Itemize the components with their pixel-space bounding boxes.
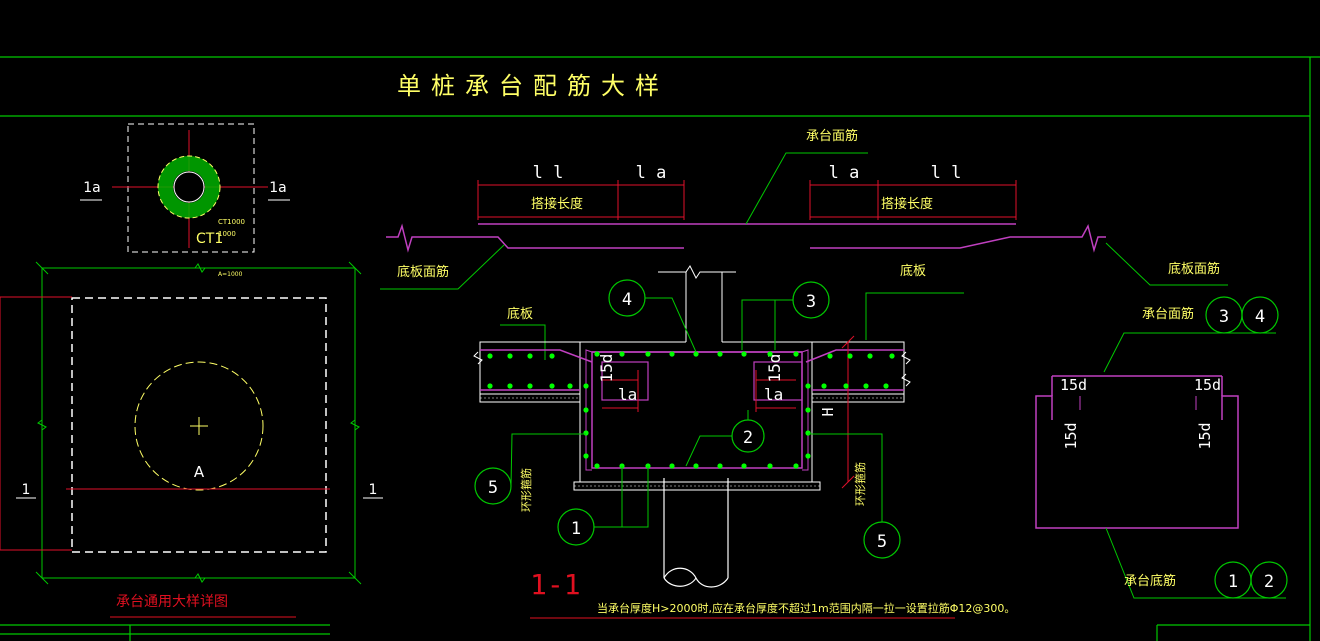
cap-detail-d15-tr: 15d [1194, 376, 1221, 394]
section-note: 当承台厚度H>2000时,应在承台厚度不超过1m范围内隔一拉一设置拉筋Φ12@3… [597, 601, 1015, 615]
dim-ll-left: l l [533, 163, 564, 183]
ring-stirrup-label-left: 环形箍筋 [519, 468, 533, 512]
dim-la-left: l a [636, 163, 667, 183]
top-view-small-label-1: CT1000 [218, 218, 245, 226]
svg-text:5: 5 [488, 478, 498, 498]
svg-text:1: 1 [571, 519, 581, 539]
section-d15-left: 15d [597, 354, 616, 383]
top-view-section-mark-left: 1a [83, 180, 101, 196]
slab-top-rebar-label-right: 底板面筋 [1168, 261, 1220, 277]
top-view-label: CT1 [196, 231, 223, 247]
drawing-subtitle-text: 承台通用大样详图 [116, 594, 228, 610]
plan-section-mark-left: 1 [22, 482, 31, 498]
svg-text:5: 5 [877, 532, 887, 552]
svg-text:1: 1 [1228, 572, 1238, 592]
top-view-section-mark-right: 1a [269, 180, 287, 196]
cap-detail-callout-1: 1 [1214, 561, 1252, 599]
callout-2: 2 [685, 410, 765, 467]
dim-ll-right: l l [931, 163, 962, 183]
callout-5-right: 5 [808, 433, 901, 559]
plan-view: A=1000 A 1 1 [0, 261, 383, 585]
section-h-label: H [819, 407, 837, 416]
drawing-frame [0, 56, 1320, 641]
section-d15-right: 15d [765, 354, 784, 383]
svg-text:2: 2 [1264, 572, 1274, 592]
section-title: 1-1 [530, 568, 581, 601]
cap-detail-callout-3: 3 [1205, 296, 1243, 334]
cap-detail-d15-l: 15d [1062, 422, 1080, 449]
slab-label-right: 底板 [900, 263, 926, 279]
cap-detail-callout-2: 2 [1250, 561, 1288, 599]
svg-text:3: 3 [1219, 307, 1229, 327]
dim-la-right: l a [829, 163, 860, 183]
cap-detail-d15-r: 15d [1196, 422, 1214, 449]
section-1-1: l l l a l a l l 搭接长度 搭接长度 承台面筋 底板面筋 底板面筋… [380, 128, 1228, 619]
plan-label-a: A [194, 463, 205, 481]
ring-stirrup-label-right: 环形箍筋 [853, 462, 867, 506]
plan-section-mark-right: 1 [369, 482, 378, 498]
svg-text:3: 3 [806, 292, 816, 312]
lap-length-label-left: 搭接长度 [531, 196, 583, 212]
cap-detail-bottom-label: 承台底筋 [1124, 573, 1176, 589]
top-view: 1a 1a CT1 CT1000 1000 [80, 123, 290, 253]
top-view-small-label-2: 1000 [218, 230, 236, 238]
rebar-dots [487, 351, 895, 469]
section-la-left: la [618, 385, 637, 404]
lap-length-label-right: 搭接长度 [881, 196, 933, 212]
drawing-title-text: 单桩承台配筋大样 [397, 72, 669, 100]
slab-top-rebar-label-left: 底板面筋 [397, 264, 449, 280]
callout-4: 4 [608, 279, 697, 353]
svg-text:2: 2 [743, 428, 753, 448]
svg-text:4: 4 [622, 290, 632, 310]
svg-text:4: 4 [1255, 307, 1265, 327]
cap-detail: 承台面筋 3 4 15d 15d 15d 15d 承台底筋 1 2 [1035, 296, 1288, 599]
section-la-right: la [764, 385, 783, 404]
cap-top-rebar-label: 承台面筋 [806, 128, 858, 144]
cap-detail-top-label: 承台面筋 [1142, 306, 1194, 322]
plan-dim-top: A=1000 [218, 271, 243, 278]
cap-detail-d15-tl: 15d [1060, 376, 1087, 394]
slab-label-left: 底板 [507, 306, 533, 322]
callout-3: 3 [741, 281, 830, 350]
cap-detail-callout-4: 4 [1241, 296, 1279, 334]
callout-1: 1 [557, 466, 649, 546]
callout-5-left: 5 [474, 433, 586, 505]
